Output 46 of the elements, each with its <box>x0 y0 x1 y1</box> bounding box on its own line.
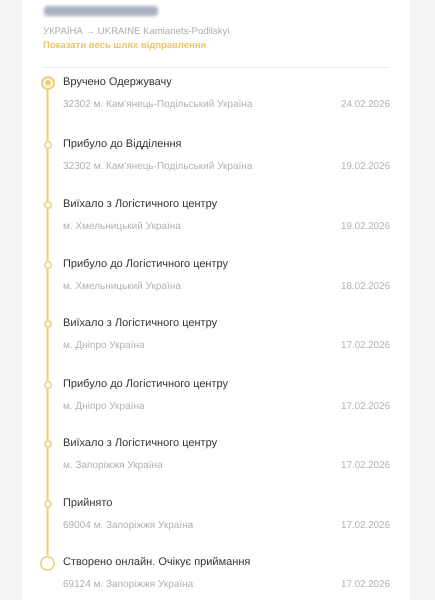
timeline-line <box>46 328 49 381</box>
timeline-dot <box>44 440 52 448</box>
status-title: Прибуло до Логістичного центру <box>63 258 228 271</box>
timeline-dot <box>44 320 52 328</box>
timeline-line <box>46 149 49 201</box>
location-text: м. Дніпро Україна <box>63 400 145 412</box>
status-title: Виїхало з Логістичного центру <box>63 198 218 211</box>
date-text: 19.02.2026 <box>341 220 390 232</box>
status-title: Прийнято <box>63 497 112 510</box>
location-text: 32302 м. Кам'янець-Подільський Україна <box>63 98 252 110</box>
timeline-dot <box>44 500 52 508</box>
status-title: Прибуло до Логістичного центру <box>63 378 228 391</box>
location-text: м. Хмельницький Україна <box>63 280 181 292</box>
location-text: 69124 м. Запоріжжя Україна <box>63 578 194 590</box>
show-route-link: Показати весь шлях відправлення <box>43 40 206 51</box>
date-text: 18.02.2026 <box>341 280 390 292</box>
location-text: м. Хмельницький Україна <box>63 220 181 232</box>
status-title: Створено онлайн. Очікує приймання <box>63 556 250 569</box>
status-title: Вручено Одержувачу <box>63 76 172 89</box>
status-title: Прибуло до Відділення <box>63 138 182 151</box>
status-title: Виїхало з Логістичного центру <box>63 317 218 330</box>
timeline-line <box>46 389 49 440</box>
current-status-dot <box>40 76 54 90</box>
location-text: м. Запоріжжя Україна <box>63 460 163 470</box>
timeline-line <box>46 508 49 556</box>
timeline-dot <box>40 556 55 570</box>
location-text: м. Дніпро Україна <box>63 340 145 350</box>
date-text: 17.02.2026 <box>341 578 390 590</box>
date-text: 24.02.2026 <box>341 98 390 110</box>
date-text: 17.02.2026 <box>341 520 390 530</box>
location-text: 69004 м. Запоріжжя Україна <box>63 520 194 530</box>
timeline-line <box>46 209 49 261</box>
timeline-dot <box>44 381 52 389</box>
status-title: Виїхало з Логістичного центру <box>63 437 218 450</box>
location-text: 32302 м. Кам'янець-Подільський Україна <box>63 160 252 172</box>
date-text: 19.02.2026 <box>341 160 390 172</box>
date-text: 17.02.2026 <box>341 340 390 350</box>
timeline-dot <box>44 141 52 149</box>
timeline-line <box>46 269 49 320</box>
timeline-line <box>46 448 49 500</box>
route-text: УКРАЇНА → UKRAINE Kamianets-Podilskyi <box>43 26 230 37</box>
date-text: 17.02.2026 <box>341 460 390 470</box>
timeline-dot <box>44 201 52 209</box>
date-text: 17.02.2026 <box>341 400 390 412</box>
timeline-line <box>46 90 49 141</box>
timeline-dot <box>44 261 52 269</box>
